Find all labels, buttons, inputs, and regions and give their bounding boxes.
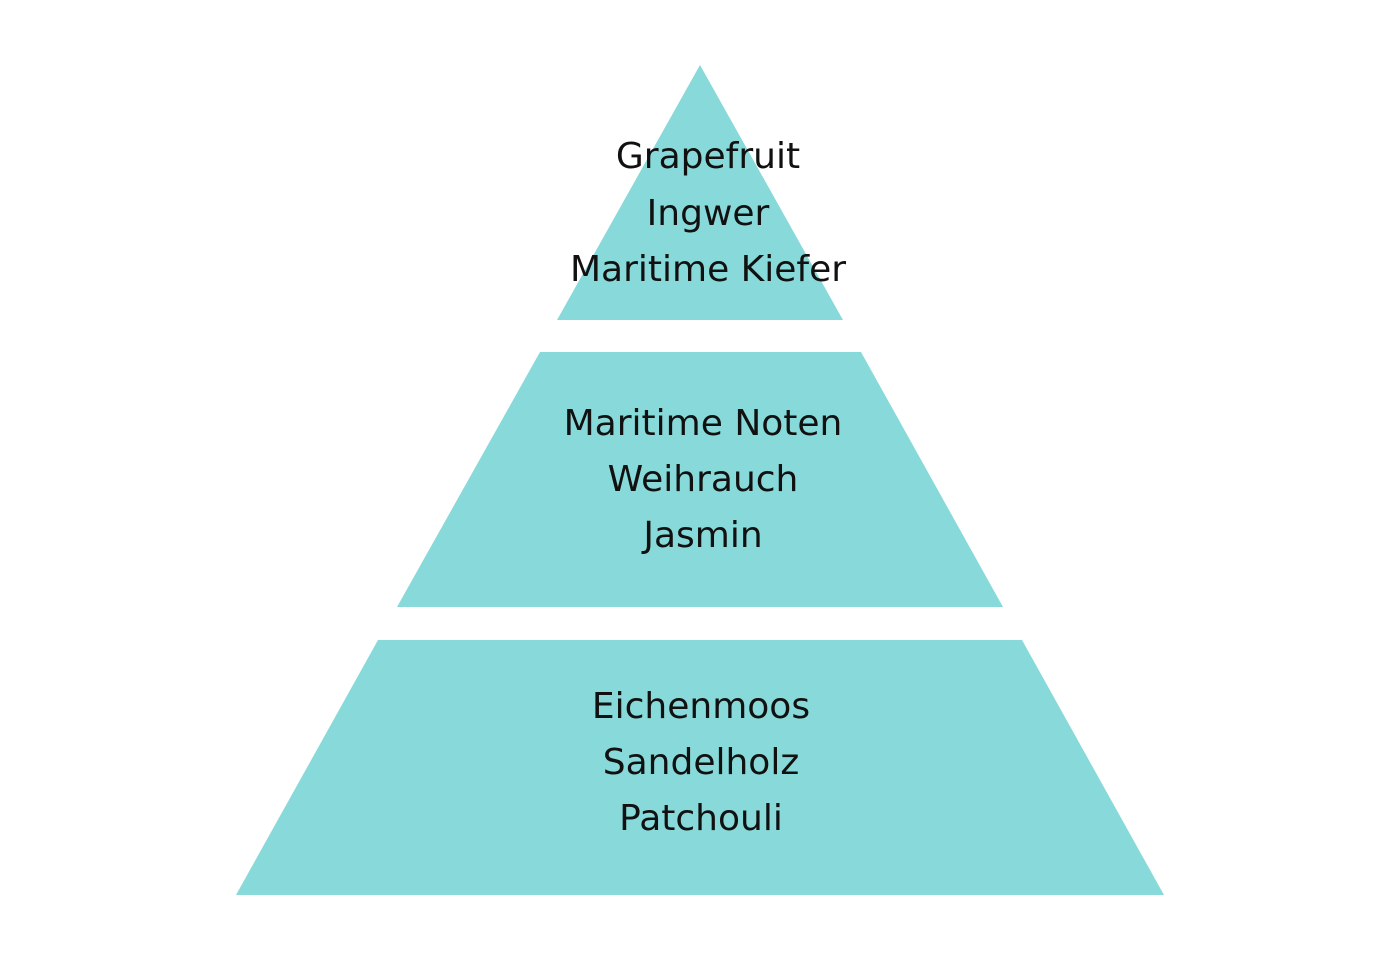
tier-base-shape — [236, 640, 1164, 895]
tier-middle-line-1: Maritime Noten — [564, 403, 843, 444]
tier-top: Grapefruit Ingwer Maritime Kiefer — [557, 65, 846, 320]
tier-top-line-3: Maritime Kiefer — [570, 249, 846, 290]
tier-base-line-1: Eichenmoos — [592, 686, 810, 727]
tier-middle: Maritime Noten Weihrauch Jasmin — [397, 352, 1003, 607]
tier-middle-line-3: Jasmin — [641, 515, 762, 556]
tier-top-line-2: Ingwer — [647, 193, 770, 234]
tier-middle-shape — [397, 352, 1003, 607]
tier-base-line-3: Patchouli — [619, 798, 783, 839]
tier-middle-line-2: Weihrauch — [608, 459, 799, 500]
tier-base: Eichenmoos Sandelholz Patchouli — [236, 640, 1164, 895]
tier-top-shape — [557, 65, 843, 320]
tier-base-line-2: Sandelholz — [603, 742, 799, 783]
tier-top-line-1: Grapefruit — [616, 136, 800, 177]
